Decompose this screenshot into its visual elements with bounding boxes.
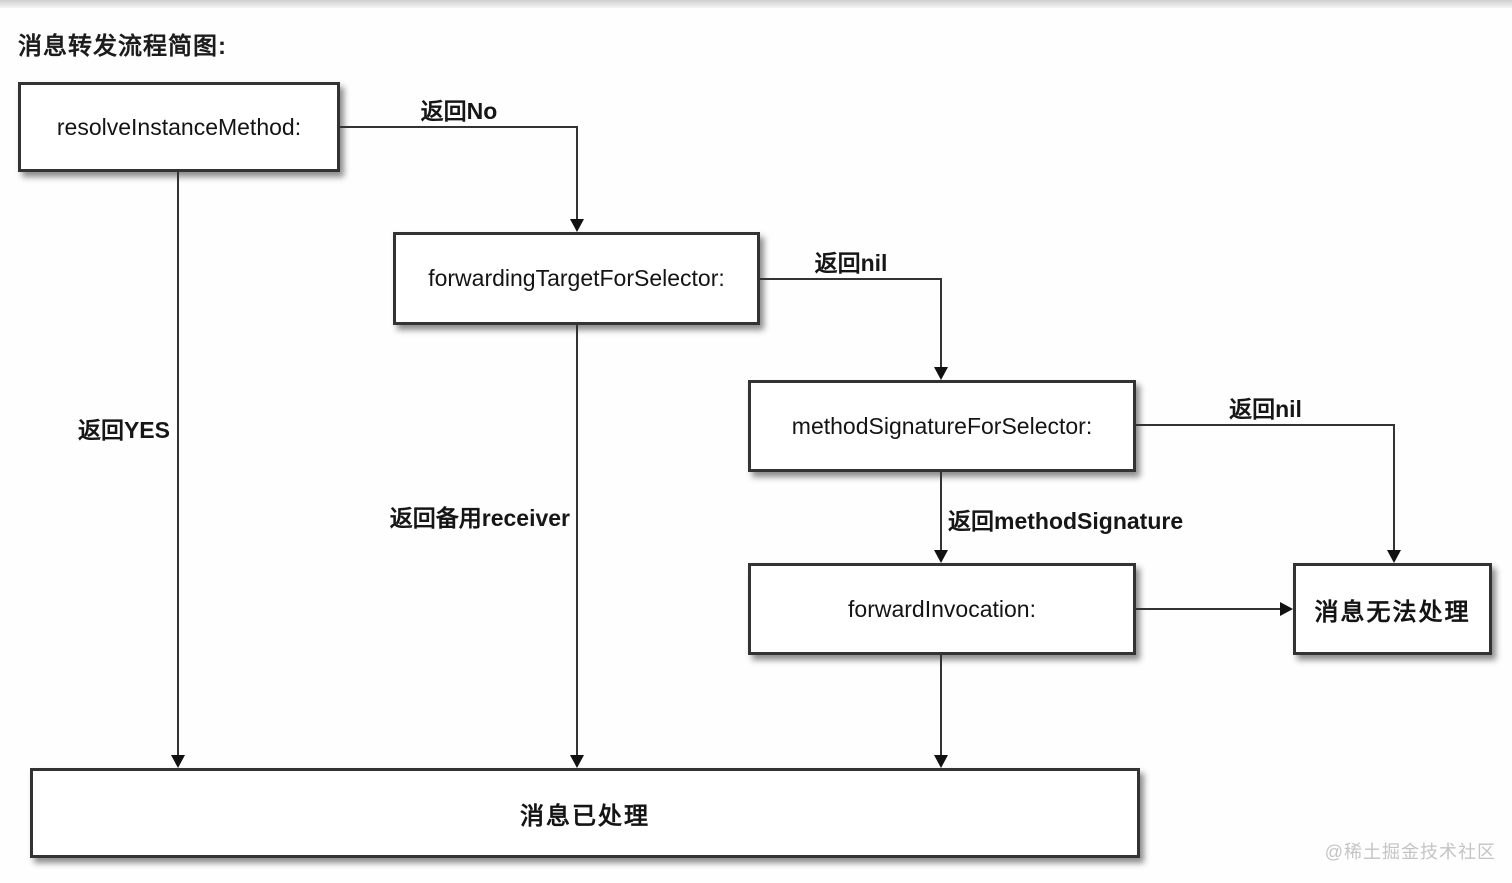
node-forwarding-target-for-selector: forwardingTargetForSelector: bbox=[393, 232, 760, 325]
arrowhead-down-icon bbox=[570, 755, 584, 768]
arrowhead-down-icon bbox=[570, 219, 584, 232]
diagram-title: 消息转发流程简图: bbox=[18, 33, 227, 60]
node-message-handled: 消息已处理 bbox=[30, 768, 1140, 858]
edge-line bbox=[576, 325, 578, 756]
top-edge-strip bbox=[0, 0, 1512, 8]
arrowhead-down-icon bbox=[934, 367, 948, 380]
node-label: resolveInstanceMethod: bbox=[56, 113, 302, 140]
node-label: 消息已处理 bbox=[520, 802, 650, 830]
node-label: methodSignatureForSelector: bbox=[791, 412, 1093, 439]
edge-line bbox=[340, 126, 578, 128]
edge-line bbox=[576, 126, 578, 222]
edge-line bbox=[1136, 608, 1282, 610]
edge-label-return-method-signature: 返回methodSignature bbox=[948, 508, 1184, 534]
arrowhead-down-icon bbox=[1387, 550, 1401, 563]
arrowhead-down-icon bbox=[934, 755, 948, 768]
node-label: 消息无法处理 bbox=[1314, 598, 1471, 626]
node-method-signature-for-selector: methodSignatureForSelector: bbox=[748, 380, 1136, 472]
node-message-cannot-be-handled: 消息无法处理 bbox=[1293, 563, 1492, 655]
edge-line bbox=[940, 655, 942, 756]
edge-label-return-nil: 返回nil bbox=[814, 250, 888, 276]
edge-line bbox=[940, 472, 942, 551]
edge-line bbox=[760, 278, 942, 280]
arrowhead-right-icon bbox=[1280, 602, 1293, 616]
edge-line bbox=[1136, 424, 1395, 426]
edge-label-return-nil: 返回nil bbox=[1229, 396, 1302, 422]
arrowhead-down-icon bbox=[171, 755, 185, 768]
edge-label-return-no: 返回No bbox=[420, 98, 498, 124]
node-resolve-instance-method: resolveInstanceMethod: bbox=[18, 82, 340, 172]
node-label: forwardingTargetForSelector: bbox=[428, 265, 725, 291]
edge-label-return-backup-receiver: 返回备用receiver bbox=[389, 505, 570, 531]
edge-line bbox=[1393, 424, 1395, 551]
juejin-community-watermark: @稀土掘金技术社区 bbox=[1324, 842, 1496, 862]
edge-line bbox=[177, 172, 179, 756]
edge-line bbox=[940, 278, 942, 368]
edge-label-return-yes: 返回YES bbox=[77, 417, 170, 443]
arrowhead-down-icon bbox=[934, 550, 948, 563]
node-forward-invocation: forwardInvocation: bbox=[748, 563, 1136, 655]
node-label: forwardInvocation: bbox=[848, 595, 1036, 622]
